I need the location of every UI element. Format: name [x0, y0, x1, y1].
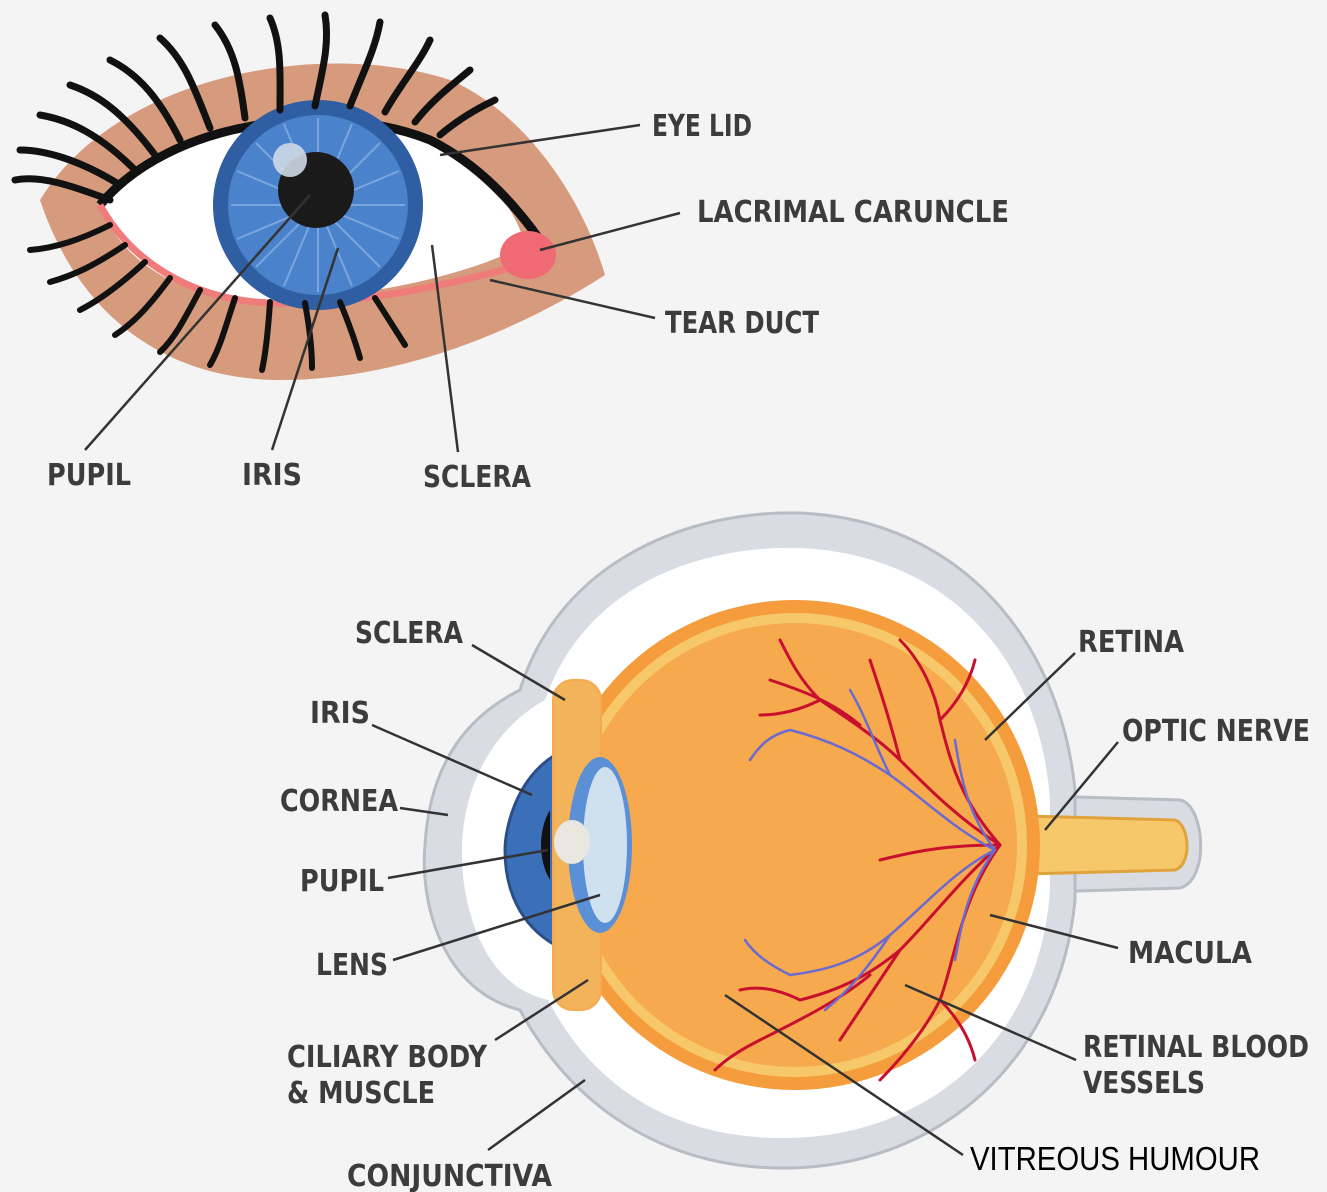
label-optic-nerve: OPTIC NERVE [1122, 714, 1310, 749]
lens-highlight [554, 820, 590, 864]
label-macula: MACULA [1128, 936, 1253, 971]
label-cornea: CORNEA [280, 784, 399, 819]
label-retinal-vessels-line1: RETINAL BLOOD [1083, 1030, 1309, 1065]
label-pupil-cross: PUPIL [300, 864, 384, 899]
label-lacrimal-caruncle: LACRIMAL CARUNCLE [697, 195, 1009, 230]
pupil-highlight [273, 143, 307, 177]
label-tear-duct: TEAR DUCT [665, 306, 819, 341]
label-conjunctiva: CONJUNCTIVA [347, 1159, 553, 1192]
label-vitreous-humour: VITREOUS HUMOUR [970, 1140, 1260, 1177]
label-pupil-front: PUPIL [47, 458, 131, 493]
front-eye-illustration [15, 15, 605, 380]
caruncle-shape [500, 231, 556, 279]
label-iris-front: IRIS [242, 458, 302, 493]
label-iris-cross: IRIS [310, 696, 370, 731]
label-lens: LENS [316, 948, 388, 983]
label-retina: RETINA [1078, 625, 1185, 660]
label-sclera-cross: SCLERA [355, 616, 464, 651]
label-sclera-front: SCLERA [423, 460, 532, 495]
label-eye-lid: EYE LID [652, 109, 752, 144]
label-retinal-vessels-line2: VESSELS [1083, 1066, 1205, 1101]
label-ciliary-body-line1: CILIARY BODY [287, 1040, 488, 1075]
label-ciliary-body-line2: & MUSCLE [287, 1076, 435, 1111]
